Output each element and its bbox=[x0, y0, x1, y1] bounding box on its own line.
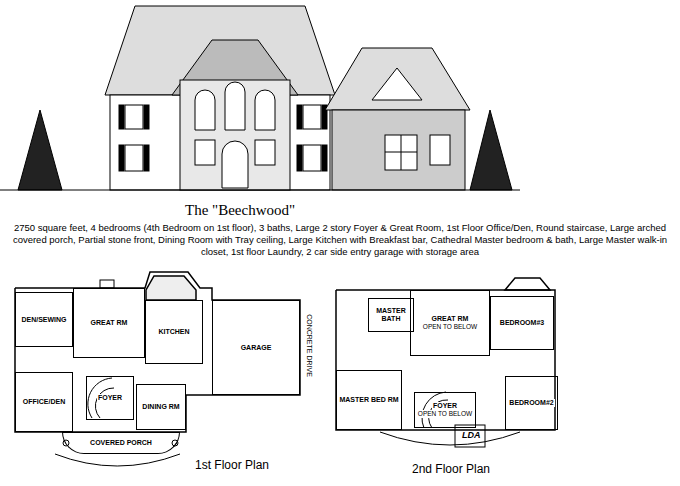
room-box: KITCHEN bbox=[145, 300, 203, 364]
room-box: DINING RM bbox=[136, 384, 186, 430]
room-box: GARAGE bbox=[212, 300, 300, 395]
room-note: OPEN TO BELOW bbox=[417, 410, 473, 418]
plan-caption: 2nd Floor Plan bbox=[412, 462, 490, 476]
room-name: DEN/SEWING bbox=[20, 316, 67, 324]
room-name: MASTER BED RM bbox=[338, 396, 399, 404]
room-name: GREAT RM bbox=[431, 315, 470, 323]
room-box: MASTER BED RM bbox=[336, 370, 402, 430]
room-note: OPEN TO BELOW bbox=[422, 323, 478, 331]
room-box: FOYEROPEN TO BELOW bbox=[414, 392, 476, 428]
room-name: FOYER bbox=[432, 402, 458, 410]
room-name: MASTER BATH bbox=[369, 307, 413, 323]
room-box: BEDROOM#3 bbox=[490, 296, 554, 350]
room-box: GREAT RMOPEN TO BELOW bbox=[410, 290, 490, 356]
room-name: FOYER bbox=[97, 394, 123, 402]
room-name: DINING RM bbox=[141, 403, 180, 411]
room-box: DEN/SEWING bbox=[15, 292, 73, 347]
room-name: BEDROOM#2 bbox=[508, 399, 554, 407]
room-name: OFFICE/DEN bbox=[22, 398, 66, 406]
room-box: FOYER bbox=[86, 376, 134, 420]
room-box: OFFICE/DEN bbox=[15, 372, 73, 432]
room-box: BEDROOM#2 bbox=[505, 376, 558, 430]
room-name: KITCHEN bbox=[157, 328, 190, 336]
room-box: GREAT RM bbox=[73, 288, 145, 358]
room-box: MASTER BATH bbox=[368, 298, 414, 332]
room-name: GARAGE bbox=[240, 344, 273, 352]
drive-label: CONCRETE DRIVE bbox=[306, 314, 313, 377]
room-name: GREAT RM bbox=[90, 319, 129, 327]
logo-text: LDA bbox=[462, 430, 481, 440]
porch-outline: COVERED PORCH bbox=[62, 432, 180, 454]
room-name: COVERED PORCH bbox=[89, 439, 153, 447]
plan-title: The "Beechwood" bbox=[185, 202, 295, 219]
room-name: BEDROOM#3 bbox=[499, 319, 545, 327]
plan-caption: 1st Floor Plan bbox=[195, 458, 269, 472]
description: 2750 square feet, 4 bedrooms (4th Bedroo… bbox=[4, 222, 676, 258]
